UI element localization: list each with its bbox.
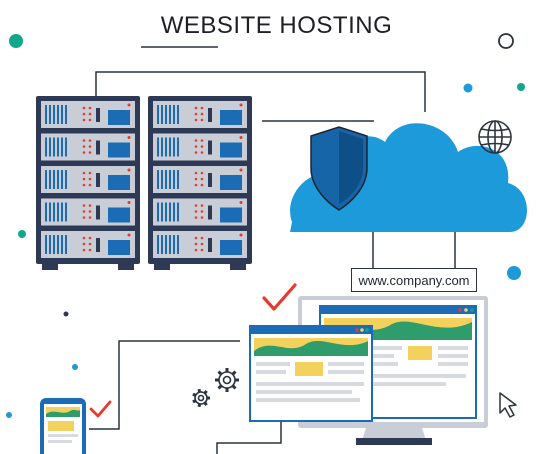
checkmark-icon <box>89 400 112 418</box>
server-rack-icon <box>36 96 140 270</box>
decor-dot-teal-small <box>72 364 78 370</box>
decor-dot-blue <box>463 83 473 93</box>
gear-icon <box>215 368 239 392</box>
server-rack-icon <box>148 96 252 270</box>
decor-ring <box>498 33 514 49</box>
decor-dot-blue-right <box>507 266 521 280</box>
browser-window-front <box>249 325 373 422</box>
decor-dot-navy <box>63 311 69 317</box>
decor-dot-teal-large <box>9 34 23 48</box>
smartphone-icon <box>40 398 86 454</box>
checkmark-icon <box>262 283 297 311</box>
connection-lines <box>89 71 456 454</box>
page-title: WEBSITE HOSTING <box>160 12 393 39</box>
shield-icon <box>310 126 368 211</box>
decor-dot-teal <box>517 83 525 91</box>
globe-icon <box>478 120 512 154</box>
decor-dot-blue-left <box>6 412 12 418</box>
url-label: www.company.com <box>351 268 477 292</box>
cursor-icon <box>499 392 517 418</box>
decor-dot-teal-left <box>18 230 26 238</box>
gear-icon <box>192 388 210 408</box>
